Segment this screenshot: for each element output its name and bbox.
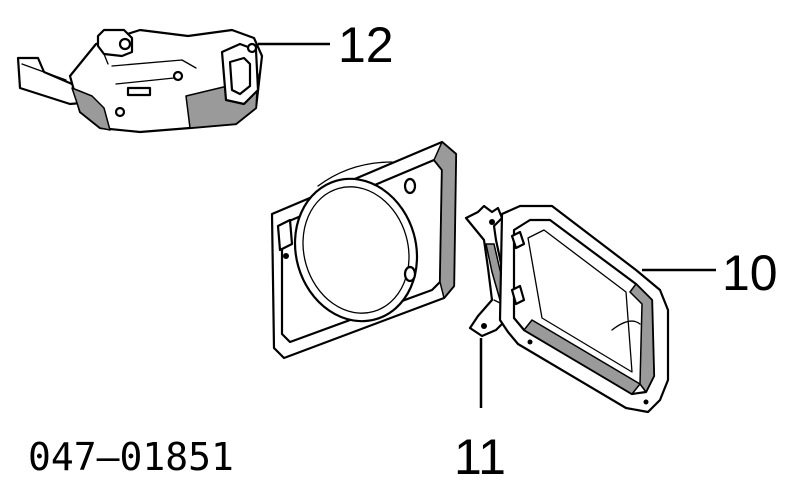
part-12-lid-opener	[16, 28, 330, 134]
drawing-part-number: 047–01851	[28, 435, 234, 479]
part-10-filler-lid	[498, 204, 716, 414]
callout-12: 12	[338, 17, 394, 73]
callout-10: 10	[722, 245, 778, 301]
callout-11: 11	[454, 429, 506, 485]
fuel-filler-housing	[270, 140, 458, 360]
